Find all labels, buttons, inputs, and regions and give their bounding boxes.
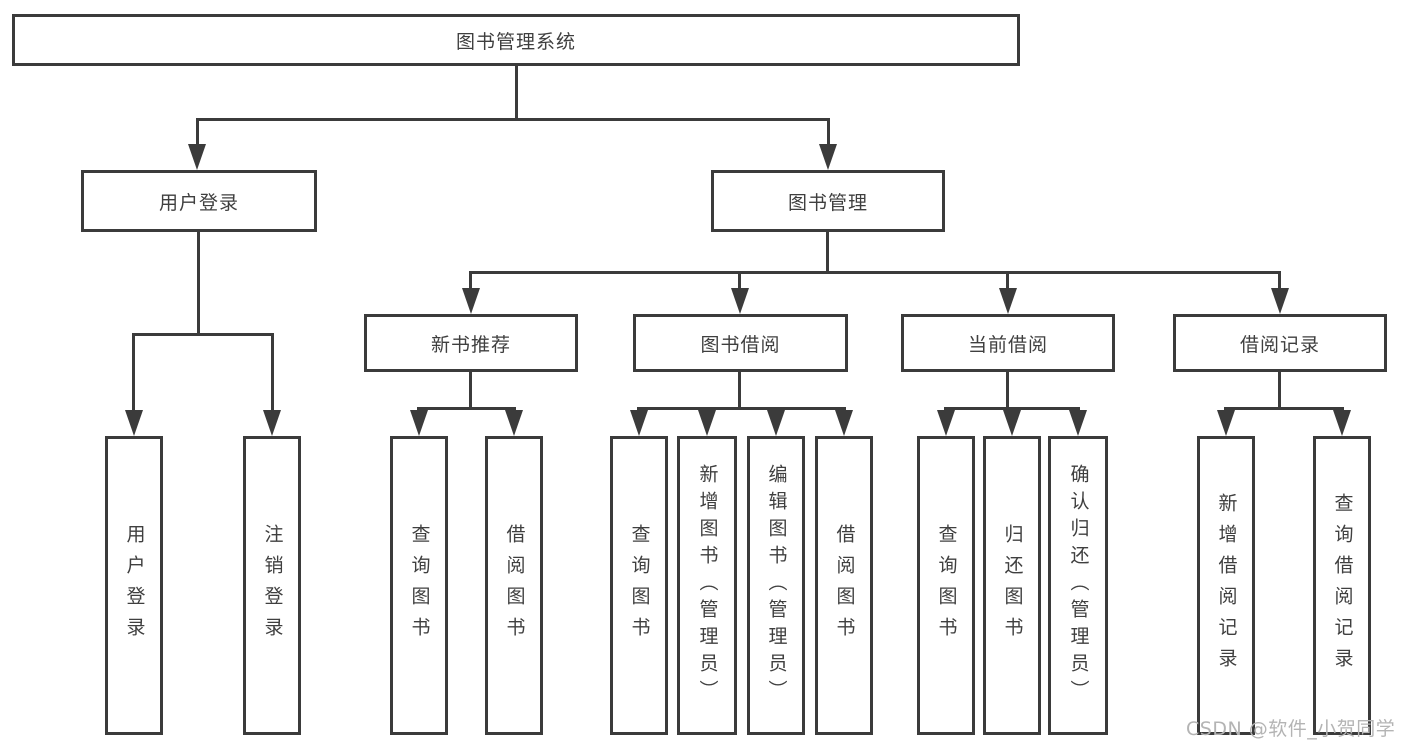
node-leaf-query-books-current-label: 查询图书 (935, 523, 958, 648)
arrow-down-icon (630, 410, 648, 436)
node-user-login-branch-label: 用户登录 (158, 191, 239, 214)
node-book-borrowing-label: 图书借阅 (700, 333, 781, 356)
arrow-down-icon (125, 410, 143, 436)
node-leaf-borrow-books-borrowing-label: 借阅图书 (833, 523, 856, 648)
arrow-down-icon (1333, 410, 1351, 436)
node-leaf-logout-label: 注销登录 (261, 523, 284, 648)
connector-line (197, 232, 200, 336)
arrow-down-icon (835, 410, 853, 436)
node-leaf-edit-book-admin-label: 编辑图书（管理员） (765, 464, 788, 707)
node-leaf-query-borrow-record-label: 查询借阅记录 (1331, 492, 1354, 679)
connector-line (944, 407, 1080, 410)
node-book-management-label: 图书管理 (787, 191, 868, 214)
node-new-book-recommend-label: 新书推荐 (430, 333, 511, 356)
node-leaf-query-books-current: 查询图书 (917, 436, 975, 735)
node-current-borrowing-label: 当前借阅 (967, 333, 1048, 356)
node-root-label: 图书管理系统 (455, 30, 576, 53)
node-leaf-add-book-admin-label: 新增图书（管理员） (696, 464, 719, 707)
connector-line (827, 118, 830, 148)
node-book-management: 图书管理 (711, 170, 945, 232)
connector-line (738, 372, 741, 410)
arrow-down-icon (462, 288, 480, 314)
connector-line (1224, 407, 1344, 410)
connector-line (1278, 372, 1281, 410)
node-leaf-logout: 注销登录 (243, 436, 301, 735)
arrow-down-icon (263, 410, 281, 436)
connector-line (637, 407, 846, 410)
arrow-down-icon (1217, 410, 1235, 436)
node-leaf-query-books-recommend-label: 查询图书 (408, 523, 431, 648)
node-leaf-borrow-books-recommend: 借阅图书 (485, 436, 543, 735)
node-leaf-add-borrow-record: 新增借阅记录 (1197, 436, 1255, 735)
node-leaf-query-borrow-record: 查询借阅记录 (1313, 436, 1371, 735)
node-leaf-query-books-recommend: 查询图书 (390, 436, 448, 735)
connector-line (826, 232, 829, 274)
node-leaf-query-books-borrowing: 查询图书 (610, 436, 668, 735)
arrow-down-icon (1069, 410, 1087, 436)
node-leaf-user-login-label: 用户登录 (123, 523, 146, 648)
arrow-down-icon (410, 410, 428, 436)
node-leaf-confirm-return-admin: 确认归还（管理员） (1048, 436, 1108, 735)
arrow-down-icon (937, 410, 955, 436)
arrow-down-icon (1271, 288, 1289, 314)
connector-line (132, 333, 135, 411)
arrow-down-icon (819, 144, 837, 170)
csdn-watermark: CSDN @软件_小贺同学 (1186, 718, 1396, 740)
connector-line (417, 407, 516, 410)
connector-line (132, 333, 274, 336)
connector-line (469, 271, 472, 290)
connector-line (469, 271, 1281, 274)
connector-line (515, 66, 518, 120)
connector-line (271, 333, 274, 411)
node-leaf-query-books-borrowing-label: 查询图书 (628, 523, 651, 648)
node-new-book-recommend: 新书推荐 (364, 314, 578, 372)
node-borrowing-records: 借阅记录 (1173, 314, 1387, 372)
arrow-down-icon (999, 288, 1017, 314)
arrow-down-icon (1003, 410, 1021, 436)
node-leaf-return-books-label: 归还图书 (1001, 523, 1024, 648)
node-current-borrowing: 当前借阅 (901, 314, 1115, 372)
connector-line (1006, 372, 1009, 410)
arrow-down-icon (188, 144, 206, 170)
connector-line (469, 372, 472, 410)
node-leaf-confirm-return-admin-label: 确认归还（管理员） (1067, 464, 1090, 707)
node-leaf-user-login: 用户登录 (105, 436, 163, 735)
arrow-down-icon (767, 410, 785, 436)
node-leaf-edit-book-admin: 编辑图书（管理员） (747, 436, 805, 735)
node-leaf-return-books: 归还图书 (983, 436, 1041, 735)
node-leaf-add-book-admin: 新增图书（管理员） (677, 436, 737, 735)
connector-line (196, 118, 199, 148)
node-leaf-add-borrow-record-label: 新增借阅记录 (1215, 492, 1238, 679)
node-book-borrowing: 图书借阅 (633, 314, 848, 372)
node-user-login-branch: 用户登录 (81, 170, 317, 232)
node-leaf-borrow-books-borrowing: 借阅图书 (815, 436, 873, 735)
connector-line (196, 118, 830, 121)
arrow-down-icon (731, 288, 749, 314)
connector-line (738, 271, 741, 290)
arrow-down-icon (505, 410, 523, 436)
connector-line (1278, 271, 1281, 290)
node-leaf-borrow-books-recommend-label: 借阅图书 (503, 523, 526, 648)
node-root-system: 图书管理系统 (12, 14, 1020, 66)
connector-line (1006, 271, 1009, 290)
arrow-down-icon (698, 410, 716, 436)
node-borrowing-records-label: 借阅记录 (1239, 333, 1320, 356)
